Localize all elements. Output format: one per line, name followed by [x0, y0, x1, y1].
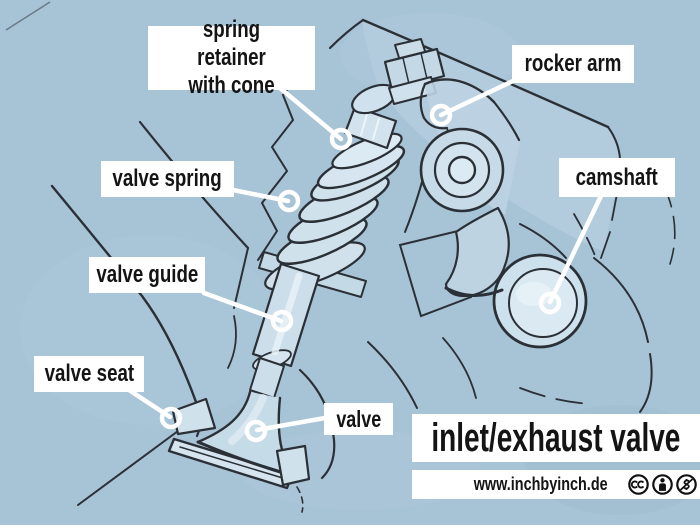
- label-valve-guide: valve guide: [89, 257, 205, 293]
- valve-seat-leader-dot: [159, 406, 183, 430]
- label-valve-seat: valve seat: [34, 356, 144, 392]
- valve-leader-dot: [244, 419, 268, 443]
- nc-icon: [676, 474, 697, 495]
- cc-icon: [628, 474, 649, 495]
- spring-retainer-leader-line: [277, 85, 344, 142]
- label-valve-spring: valve spring: [101, 161, 234, 197]
- valve-spring-leader-dot: [277, 189, 301, 213]
- spring-retainer-leader-dot: [329, 127, 353, 151]
- poster-title: inlet/exhaust valve: [431, 415, 681, 460]
- website-url: www.inchbyinch.de: [473, 474, 608, 494]
- valve-leader-line: [254, 415, 328, 433]
- leader-lines: [126, 78, 604, 443]
- rocker-arm-leader-dot: [429, 103, 453, 127]
- camshaft-leader-dot: [538, 291, 562, 315]
- footer-bar: www.inchbyinch.de: [412, 470, 700, 499]
- label-spring-retainer-line1: spring retainer: [197, 16, 266, 72]
- label-camshaft: camshaft: [559, 158, 675, 197]
- rocker-arm-leader-line: [438, 78, 516, 118]
- label-spring-retainer-line2: with cone: [188, 71, 275, 99]
- camshaft-leader-line: [547, 193, 604, 305]
- poster-title-bar: inlet/exhaust valve: [412, 414, 700, 462]
- valve-guide-leader-line: [201, 290, 284, 324]
- by-icon: [652, 474, 673, 495]
- valve-guide-leader-dot: [270, 309, 294, 333]
- label-rocker-arm: rocker arm: [512, 45, 634, 83]
- label-valve: valve: [324, 403, 393, 435]
- spring-retainer-drawing: [316, 83, 406, 190]
- label-spring-retainer: spring retainer with cone: [148, 16, 315, 99]
